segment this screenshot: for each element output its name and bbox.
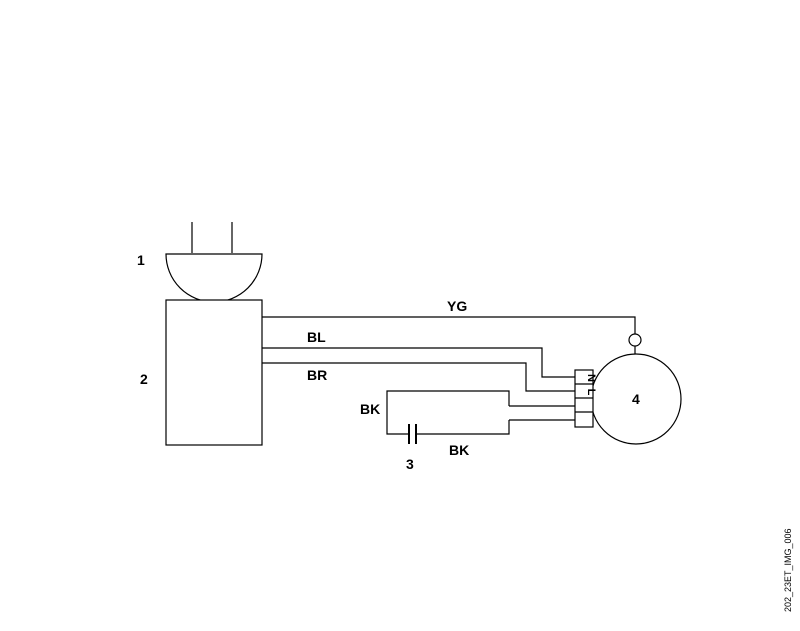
wire-yg	[262, 316, 636, 334]
wire-br	[262, 362, 575, 392]
terminal-l-label: L	[585, 389, 597, 396]
plug-body	[165, 253, 263, 303]
wire-bl	[262, 347, 575, 378]
power-plug	[165, 222, 263, 303]
earth-terminal	[628, 333, 642, 347]
terminal-block	[574, 369, 594, 428]
wire-bk-upper-label: BK	[360, 401, 380, 417]
wire-bk-upper	[386, 390, 510, 435]
wire-br-label: BR	[307, 367, 327, 383]
wire-bk-lower-label: BK	[449, 442, 469, 458]
capacitor	[408, 424, 417, 444]
control-box-number-label: 2	[140, 371, 148, 387]
wire-bk-lower	[416, 420, 510, 435]
wire-bl-label: BL	[307, 329, 326, 345]
motor-number-label: 4	[632, 391, 640, 407]
terminal-n-label: N	[585, 374, 597, 382]
reference-code: 202_23ET_IMG_006	[783, 528, 793, 612]
capacitor-number-label: 3	[406, 456, 414, 472]
control-box	[165, 299, 263, 446]
plug-number-label: 1	[137, 252, 145, 268]
wire-yg-label: YG	[447, 298, 467, 314]
